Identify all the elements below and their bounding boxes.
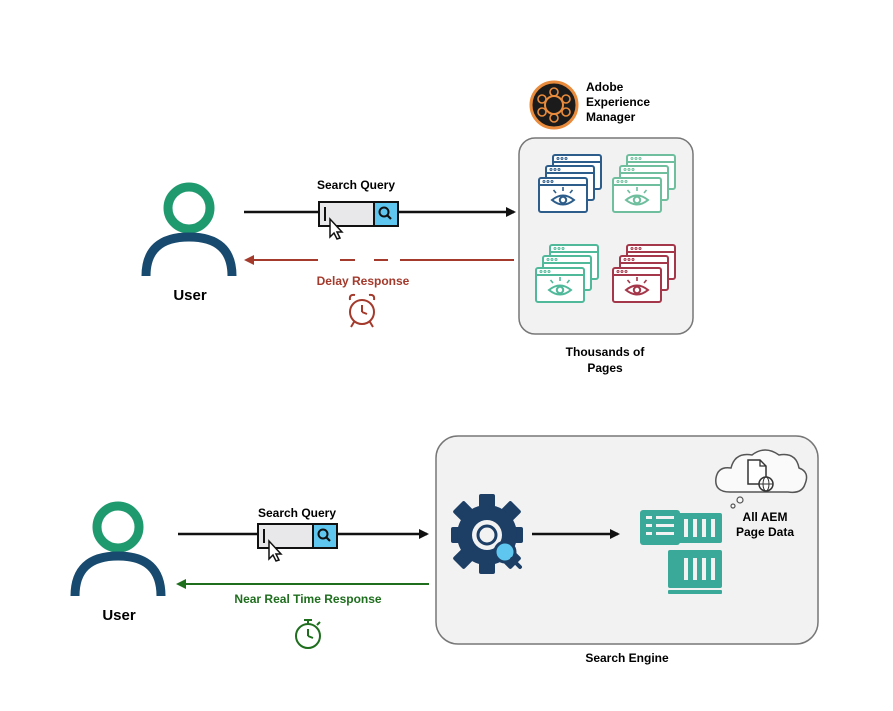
stopwatch-icon [295,619,321,649]
search-bar-icon [257,523,338,549]
delay-label: Delay Response [316,274,410,288]
cursor-icon [329,217,344,240]
aem-brand-line-3: Manager [586,110,636,124]
aem-brand-line-1: Adobe [586,80,624,94]
pages-label-line-1: Thousands of [565,345,645,359]
adobe-logo-icon [529,80,579,130]
bottom-query-label: Search Query [257,506,337,520]
page-data-label: All AEM Page Data [725,510,805,540]
page-data-line-2: Page Data [735,525,795,539]
response-label: Near Real Time Response [234,592,382,606]
bottom-user-label: User [102,607,136,624]
user-icon [70,501,166,597]
engine-label: Search Engine [585,651,669,665]
alarm-clock-icon [348,293,376,328]
pages-label: Thousands of Pages [545,344,665,376]
server-icon [640,510,722,594]
cursor-icon [268,539,283,562]
pages-label-line-2: Pages [587,361,623,375]
user-icon [141,182,237,277]
top-user-label: User [173,287,207,304]
cloud-document-icon [715,449,808,509]
aem-brand-label: Adobe Experience Manager [586,80,650,125]
search-bar-icon [318,201,399,227]
gear-search-icon [451,494,523,574]
aem-brand-line-2: Experience [586,95,651,109]
page-data-line-1: All AEM [742,510,788,524]
top-query-label: Search Query [316,178,396,192]
